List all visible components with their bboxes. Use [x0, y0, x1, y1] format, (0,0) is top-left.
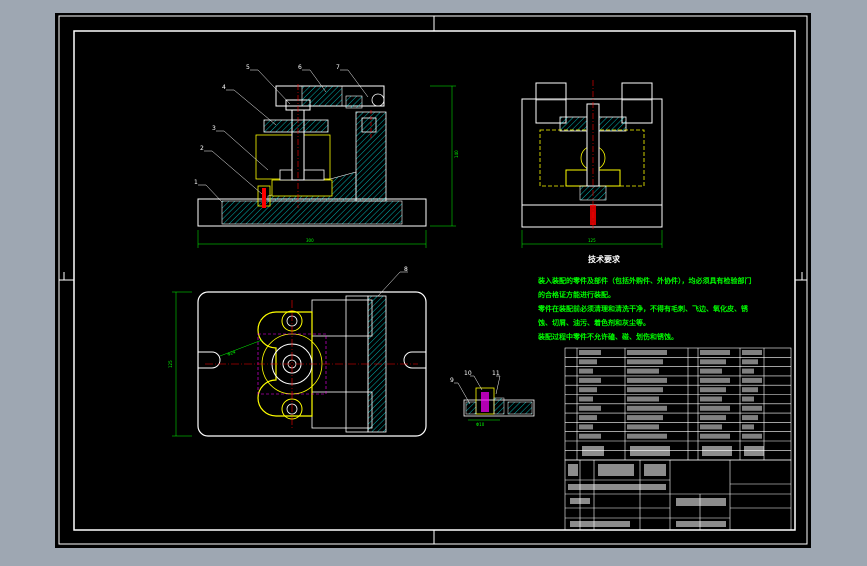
parts-list: [564, 347, 792, 461]
requirement-line-4: 蚀、切屑、油污、着色剂和灰尘等。: [537, 318, 650, 327]
parts-list-cell-text: [742, 350, 762, 355]
parts-list-cell-text: [742, 415, 758, 421]
parts-list-cell-text: [700, 368, 722, 374]
parts-list-cell-text: [627, 405, 667, 411]
requirements-title: 技术要求: [588, 254, 621, 264]
parts-list-cell-text: [700, 433, 730, 439]
dim-plan-dia: Φ24: [227, 349, 237, 357]
parts-list-cell-text: [700, 387, 726, 393]
parts-list-cell-text: [742, 359, 758, 365]
technical-requirements: 技术要求 装入装配的零件及部件（包括外购件、外协件），均必须具有检验部门 的合格…: [537, 254, 752, 341]
dim-plan-height: 125: [168, 360, 173, 368]
parts-list-cell-text: [700, 415, 726, 421]
title-block: [564, 459, 792, 531]
parts-list-cell-text: [579, 359, 597, 365]
parts-list-cell-text: [627, 350, 667, 355]
balloon-10: 10: [464, 370, 472, 377]
balloon-6: 6: [298, 64, 302, 71]
parts-list-cell-text: [700, 396, 722, 402]
parts-list-cell-text: [700, 405, 730, 411]
parts-list-cell-text: [627, 396, 659, 402]
parts-list-cell-text: [742, 377, 762, 383]
parts-list-cell-text: [742, 387, 758, 393]
title-block-fill: [568, 446, 764, 527]
parts-list-cell-text: [579, 396, 593, 402]
balloon-9: 9: [450, 377, 454, 384]
balloon-3: 3: [212, 125, 216, 132]
balloon-11: 11: [492, 370, 500, 377]
parts-list-cell-text: [579, 415, 597, 421]
balloon-labels: 1 2 3 4 5 6 7 8 9 10 11: [194, 64, 500, 384]
side-view: [521, 80, 663, 248]
front-view: [197, 69, 456, 248]
centering-marks: [59, 16, 807, 544]
parts-list-cell-text: [742, 433, 762, 439]
dim-front-height: 140: [454, 150, 459, 158]
balloon-1: 1: [194, 179, 198, 186]
requirement-line-1: 装入装配的零件及部件（包括外购件、外协件），均必须具有检验部门: [537, 276, 752, 285]
parts-list-cell-text: [700, 350, 730, 355]
dim-side-width: 125: [588, 238, 596, 243]
parts-list-cell-text: [700, 424, 722, 430]
parts-list-cell-text: [742, 368, 754, 374]
balloon-5: 5: [246, 64, 250, 71]
parts-list-cell-text: [579, 368, 593, 374]
parts-list-cell-text: [579, 350, 601, 355]
balloon-4: 4: [222, 84, 226, 91]
parts-list-cell-text: [700, 377, 730, 383]
sheet-background: [55, 13, 811, 548]
dim-detail-width: Φ10: [476, 422, 485, 427]
parts-list-cell-text: [627, 377, 667, 383]
requirement-line-2: 的合格证方能进行装配。: [538, 290, 615, 299]
parts-list-cell-text: [579, 387, 597, 393]
parts-list-cell-text: [627, 433, 667, 439]
detail-view: [454, 375, 535, 421]
parts-list-cell-text: [627, 424, 659, 430]
balloon-2: 2: [200, 145, 204, 152]
parts-list-cell-text: [627, 415, 663, 421]
balloon-7: 7: [336, 64, 340, 71]
balloon-8: 8: [404, 266, 408, 273]
parts-list-cell-text: [627, 387, 663, 393]
plan-view: [172, 271, 427, 437]
parts-list-cell-text: [579, 433, 601, 439]
requirement-line-5: 装配过程中零件不允许磕、碰、划伤和锈蚀。: [537, 332, 678, 341]
parts-list-cell-text: [579, 405, 601, 411]
parts-list-cell-text: [579, 377, 601, 383]
parts-list-cell-text: [627, 359, 663, 365]
parts-list-cell-text: [742, 396, 754, 402]
parts-list-cell-text: [742, 405, 762, 411]
parts-list-cell-text: [627, 368, 659, 374]
requirement-line-3: 零件在装配前必须清理和清洗干净，不得有毛刺、飞边、氧化皮、锈: [537, 304, 749, 313]
dimension-labels: 300 140 125 125 Φ24 Φ10: [168, 150, 596, 427]
dim-front-width: 300: [306, 238, 314, 243]
parts-list-cell-text: [742, 424, 754, 430]
parts-list-cell-text: [700, 359, 726, 365]
parts-list-cell-text: [579, 424, 593, 430]
